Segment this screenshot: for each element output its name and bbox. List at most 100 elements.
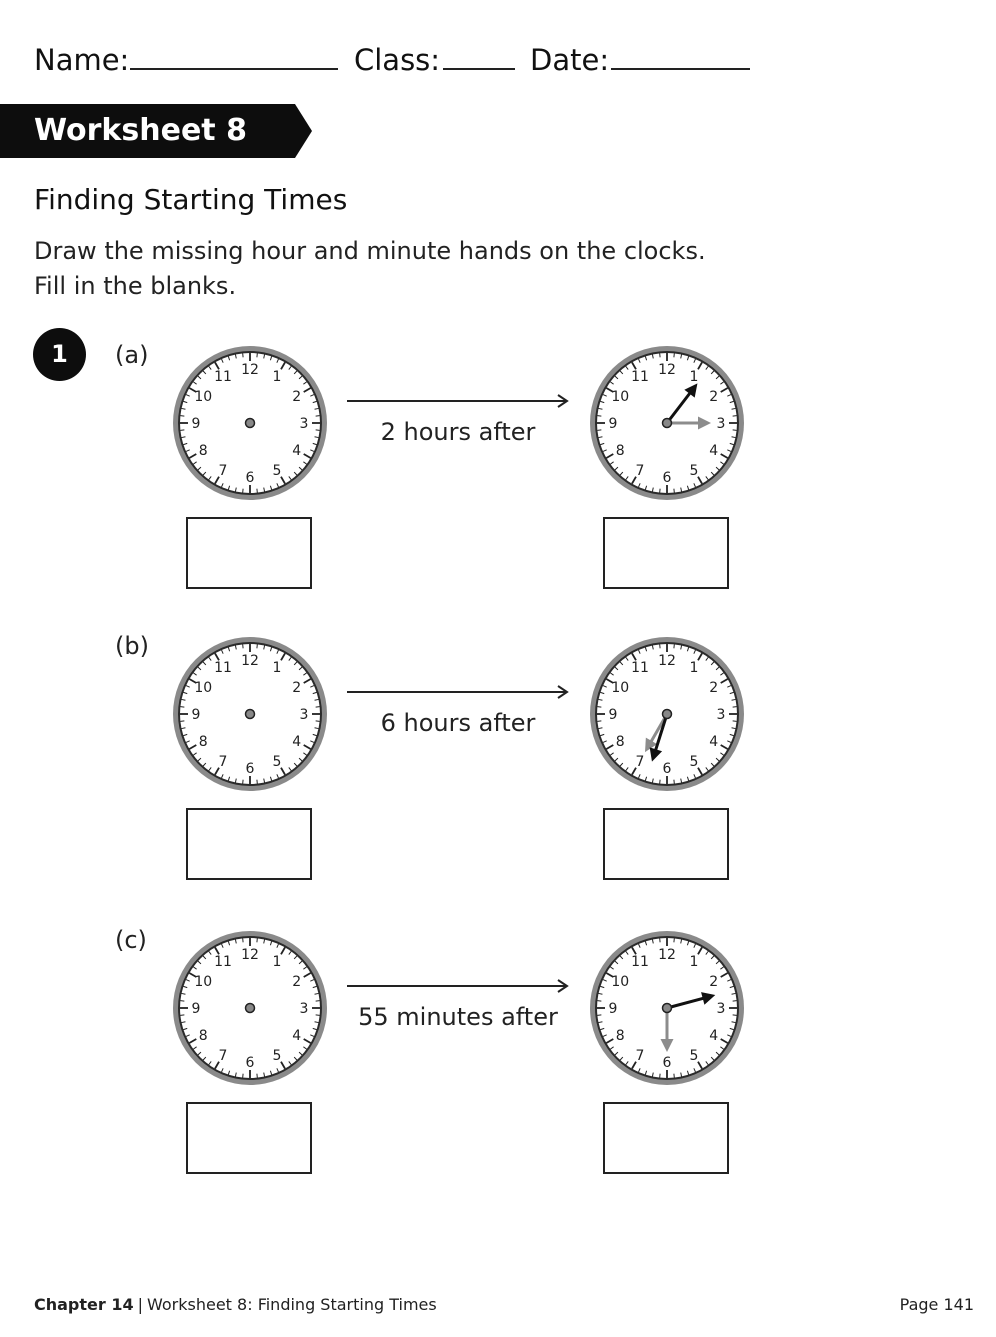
- end-time-answer-box-a[interactable]: [603, 517, 729, 589]
- end-time-answer-box-c[interactable]: [603, 1102, 729, 1174]
- minute-tick: [638, 483, 641, 488]
- clock-number: 4: [292, 734, 301, 750]
- hour-tick: [697, 767, 703, 776]
- hour-tick: [605, 1038, 614, 1044]
- minute-tick: [310, 685, 315, 688]
- minute-tick: [602, 979, 607, 982]
- start-time-answer-box-a[interactable]: [186, 517, 312, 589]
- minute-tick: [651, 1072, 654, 1077]
- hour-tick: [188, 1038, 197, 1044]
- minute-tick: [193, 966, 197, 970]
- minute-tick: [638, 774, 641, 779]
- minute-tick: [293, 955, 298, 960]
- minute-tick: [693, 943, 696, 948]
- minute-tick: [715, 960, 720, 965]
- minute-tick: [202, 955, 207, 960]
- minute-tick: [710, 661, 715, 666]
- minute-tick: [202, 1056, 207, 1061]
- relation-text-a: 2 hours after: [380, 418, 536, 446]
- hour-tick: [303, 972, 312, 978]
- minute-tick: [729, 442, 734, 446]
- clock-number: 4: [709, 1028, 718, 1044]
- minute-tick: [729, 733, 734, 737]
- minute-tick: [619, 955, 624, 960]
- minute-tick: [312, 1027, 317, 1031]
- minute-tick: [727, 740, 732, 743]
- start-time-answer-box-c[interactable]: [186, 1102, 312, 1174]
- minute-tick: [208, 951, 212, 955]
- minute-tick: [298, 757, 303, 762]
- clock-center-dot: [661, 1002, 673, 1014]
- hour-tick: [605, 744, 614, 750]
- question-number-badge: 1: [33, 328, 86, 381]
- minute-tick: [181, 407, 186, 410]
- minute-tick: [234, 487, 237, 492]
- hour-tick: [697, 946, 703, 955]
- clock-number: 8: [616, 1028, 625, 1044]
- minute-tick: [720, 1046, 724, 1050]
- clock-number: 1: [690, 369, 699, 385]
- minute-tick: [293, 1056, 298, 1061]
- minute-tick: [310, 740, 315, 743]
- footer-chapter: Chapter 14: [34, 1295, 134, 1314]
- minute-tick: [193, 461, 197, 465]
- minute-tick: [197, 666, 202, 671]
- start-time-answer-box-b[interactable]: [186, 808, 312, 880]
- end-time-answer-box-b[interactable]: [603, 808, 729, 880]
- minute-tick: [269, 356, 273, 361]
- date-field[interactable]: [611, 68, 750, 70]
- minute-tick: [729, 985, 734, 989]
- minute-tick: [651, 354, 654, 359]
- clock-number: 12: [658, 362, 676, 378]
- hour-tick: [214, 767, 220, 776]
- arrow-a: [347, 394, 569, 408]
- minute-tick: [619, 661, 624, 666]
- minute-tick: [729, 691, 734, 695]
- minute-tick: [276, 649, 279, 654]
- clock-number: 4: [709, 734, 718, 750]
- minute-tick: [234, 645, 237, 650]
- minute-tick: [600, 400, 605, 404]
- clock-number: 1: [690, 954, 699, 970]
- clock-number: 7: [636, 463, 645, 479]
- minute-tick: [705, 951, 709, 955]
- arrow-c: [347, 979, 569, 993]
- clock-number: 5: [690, 463, 699, 479]
- arrow-b: [347, 685, 569, 699]
- minute-tick: [720, 752, 724, 756]
- minute-tick: [610, 1046, 614, 1050]
- minute-tick: [727, 685, 732, 688]
- minute-tick: [651, 487, 654, 492]
- hour-tick: [303, 1038, 312, 1044]
- clock-number: 2: [709, 680, 718, 696]
- name-field[interactable]: [130, 68, 338, 70]
- minute-tick: [181, 698, 186, 701]
- clock-number: 10: [611, 389, 629, 405]
- clock-number: 8: [616, 443, 625, 459]
- minute-tick: [598, 407, 603, 410]
- clock-number: 9: [609, 416, 618, 432]
- hour-tick: [631, 946, 637, 955]
- minute-tick: [221, 774, 224, 779]
- clock-number: 2: [709, 974, 718, 990]
- worksheet-title: Worksheet 8: [34, 113, 247, 148]
- clock-number: 4: [709, 443, 718, 459]
- hour-tick: [631, 476, 637, 485]
- minute-tick: [197, 960, 202, 965]
- minute-tick: [202, 471, 207, 476]
- hour-tick: [188, 678, 197, 684]
- clock-number: 2: [292, 974, 301, 990]
- minute-tick: [314, 1021, 319, 1024]
- minute-tick: [269, 941, 273, 946]
- minute-tick: [614, 757, 619, 762]
- clock-number: 11: [631, 660, 649, 676]
- clock-number: 7: [636, 1048, 645, 1064]
- clock-number: 3: [300, 416, 309, 432]
- class-field[interactable]: [443, 68, 515, 70]
- minute-tick: [600, 733, 605, 737]
- minute-tick: [310, 449, 315, 452]
- minute-tick: [727, 449, 732, 452]
